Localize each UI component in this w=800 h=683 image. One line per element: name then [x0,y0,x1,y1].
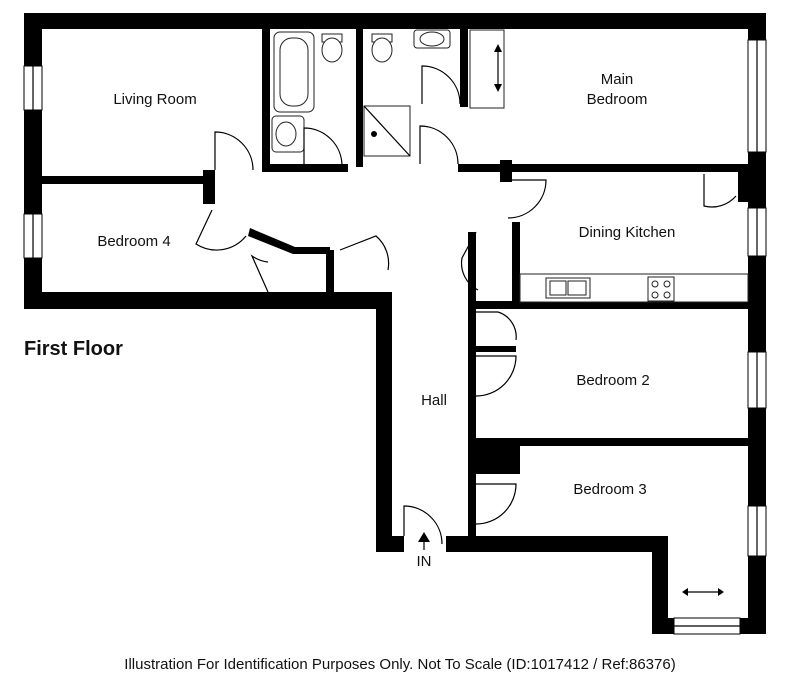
bathroom-fixtures [271,29,451,157]
label-bedroom-2: Bedroom 2 [576,372,649,389]
label-bedroom-3: Bedroom 3 [573,481,646,498]
doors [195,65,737,545]
bay-window-arrows [682,588,724,596]
wardrobe [469,29,505,109]
kitchen-units [519,273,749,303]
label-main-bedroom-line2: Bedroom [587,91,648,108]
label-entrance: IN [417,553,432,570]
footer-disclaimer: Illustration For Identification Purposes… [124,656,675,673]
entrance-arrow [418,532,430,550]
label-bedroom-4: Bedroom 4 [97,233,170,250]
label-main-bedroom-line1: Main [601,71,634,88]
floor-label: First Floor [24,338,123,360]
label-living-room: Living Room [113,91,196,108]
label-dining-kitchen: Dining Kitchen [579,224,676,241]
label-hall: Hall [421,392,447,409]
windows [23,39,767,635]
internal-walls [24,29,766,544]
